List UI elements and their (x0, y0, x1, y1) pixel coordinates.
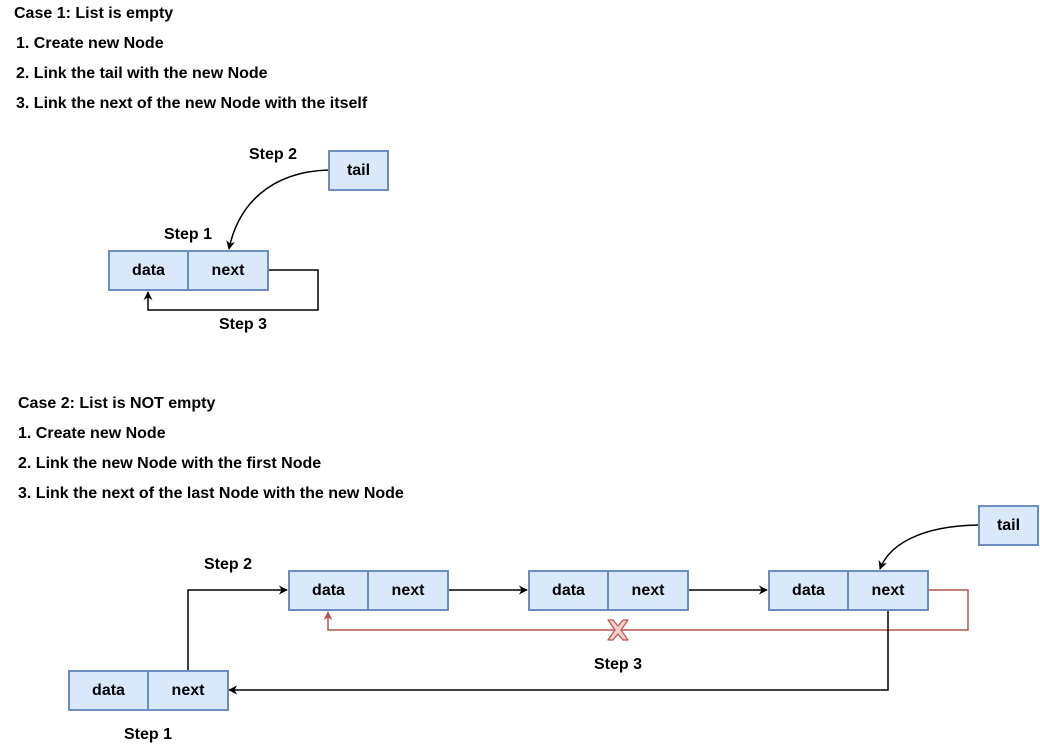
case1-node-next-cell: next (187, 250, 269, 291)
removed-link-x-icon (607, 619, 629, 641)
case2-tail-box: tail (978, 505, 1039, 546)
case1-step-2-text: 2. Link the tail with the new Node (16, 65, 268, 82)
case2-node2-data-cell: data (528, 570, 609, 611)
case1-step-1-text: 1. Create new Node (16, 35, 164, 52)
case2-last-to-new-node-arrow (228, 611, 889, 695)
case1-tail-box: tail (328, 150, 389, 191)
case2-removed-link-arrow (323, 589, 969, 631)
case1-tail-pointer-arrow (226, 169, 329, 250)
case1-heading: Case 1: List is empty (14, 5, 174, 22)
case2-node1-data-cell: data (288, 570, 369, 611)
case2-step3-label: Step 3 (593, 656, 643, 673)
case2-new-node-next-cell: next (147, 670, 229, 711)
case1-step3-label: Step 3 (218, 316, 268, 333)
case2-node2-next-cell: next (607, 570, 689, 611)
case1-node-data-cell: data (108, 250, 189, 291)
case2-step-2-text: 2. Link the new Node with the first Node (18, 455, 322, 472)
case2-step-1-text: 1. Create new Node (18, 425, 166, 442)
case2-node3-next-cell: next (847, 570, 929, 611)
case1-step-3-text: 3. Link the next of the new Node with th… (16, 95, 368, 112)
case2-new-node-data-cell: data (68, 670, 149, 711)
case2-step-3-text: 3. Link the next of the last Node with t… (18, 485, 404, 502)
case1-step1-label: Step 1 (163, 226, 213, 243)
case2-heading: Case 2: List is NOT empty (18, 395, 216, 412)
case2-node3-data-cell: data (768, 570, 849, 611)
case2-new-node-to-first-arrow (187, 585, 288, 670)
case1-self-loop-arrow (143, 269, 319, 311)
case1-step2-label: Step 2 (248, 146, 298, 163)
case2-step1-label: Step 1 (123, 726, 173, 743)
case2-step2-label: Step 2 (203, 556, 253, 573)
case2-node1-next-cell: next (367, 570, 449, 611)
case2-tail-pointer-arrow (878, 524, 979, 570)
